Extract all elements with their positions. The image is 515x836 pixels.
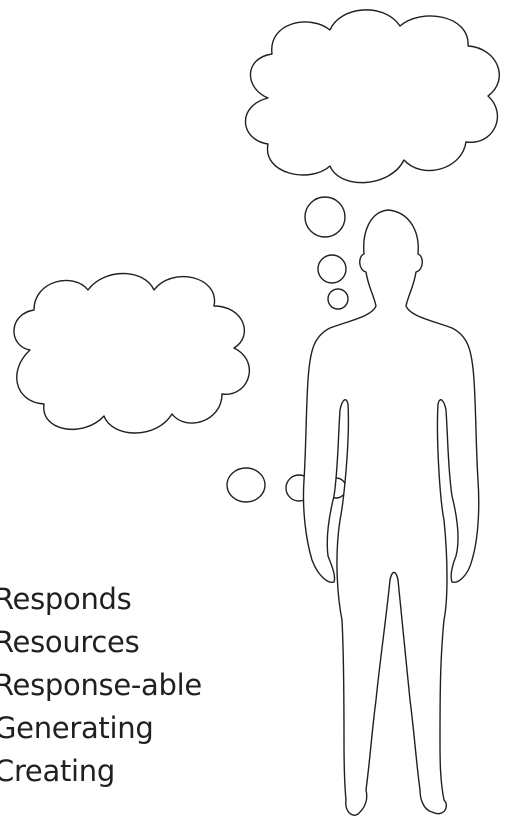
bubble-top-2 <box>317 254 347 284</box>
word-list: Responds Resources Response-able Generat… <box>0 578 202 793</box>
thought-cloud-top <box>244 9 500 184</box>
bubble-left-1 <box>226 467 266 503</box>
word-item: Generating <box>0 711 154 745</box>
bubble-top-1 <box>304 196 346 238</box>
word-item: Responds <box>0 582 132 616</box>
thought-cloud-left <box>13 272 251 434</box>
human-figure <box>302 209 480 816</box>
bubble-top-3 <box>327 288 349 310</box>
word-item: Resources <box>0 625 140 659</box>
word-item: Response-able <box>0 668 202 702</box>
word-item: Creating <box>0 754 115 788</box>
